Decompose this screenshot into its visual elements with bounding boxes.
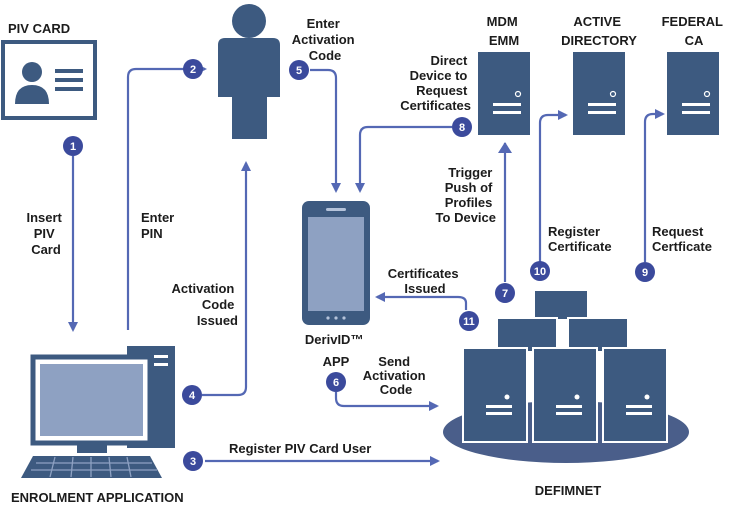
svg-text:7: 7	[502, 288, 508, 300]
step-badges: 1 2 3 4 5 6 7 8 9 10 11	[63, 59, 655, 471]
federal-ca-label: FEDERAL CA	[662, 14, 727, 48]
arrow-step-11	[375, 292, 468, 310]
svg-text:6: 6	[333, 377, 339, 389]
mdm-emm-label: MDM EMM	[487, 14, 522, 48]
enrolment-application-label: ENROLMENT APPLICATION	[11, 490, 184, 505]
defimnet-label: DEFIMNET	[535, 483, 602, 498]
insert-piv-card-label: Insert PIV Card	[26, 210, 65, 257]
svg-text:1: 1	[70, 141, 76, 153]
svg-text:3: 3	[190, 456, 196, 468]
trigger-push-label: Trigger Push of Profiles To Device	[436, 165, 496, 225]
server-cluster	[443, 289, 689, 463]
user-icon	[218, 4, 280, 139]
svg-text:9: 9	[642, 267, 648, 279]
step-badge-10: 10	[530, 261, 550, 281]
derivid-app-label: DerivID™ APP	[305, 332, 367, 369]
arrow-step-7-head	[498, 142, 512, 153]
active-directory-label: ACTIVE DIRECTORY	[561, 14, 637, 48]
arrow-step-10	[538, 110, 568, 262]
step-badge-4: 4	[182, 385, 202, 405]
step-badge-5: 5	[289, 60, 309, 80]
register-piv-card-user-label: Register PIV Card User	[229, 441, 371, 456]
server-icon	[573, 52, 625, 135]
register-certificate-label: Register Certificate	[548, 224, 612, 254]
step-badge-11: 11	[459, 311, 479, 331]
step-badge-9: 9	[635, 262, 655, 282]
step-badge-6: 6	[326, 372, 346, 392]
request-certificate-label: Request Certficate	[652, 224, 712, 254]
direct-device-label: Direct Device to Request Certificates	[400, 53, 471, 113]
desktop-computer-icon	[21, 346, 175, 478]
arrow-step-5	[310, 68, 341, 193]
svg-text:11: 11	[463, 316, 475, 328]
piv-card-label: PIV CARD	[8, 21, 70, 36]
arrow-step-8	[355, 125, 452, 193]
arrow-step-6	[334, 392, 439, 411]
svg-text:5: 5	[296, 65, 302, 77]
send-activation-code-label: Send Activation Code	[363, 354, 429, 397]
step-badge-7: 7	[495, 283, 515, 303]
enter-activation-code-label: Enter Activation Code	[292, 16, 358, 63]
arrow-step-2	[126, 64, 207, 330]
step-badge-1: 1	[63, 136, 83, 156]
svg-text:10: 10	[534, 266, 546, 278]
id-card-icon	[1, 40, 97, 120]
step-badge-2: 2	[183, 59, 203, 79]
server-icon	[478, 52, 530, 135]
smartphone-icon	[302, 201, 370, 325]
activation-code-issued-label: Activation Code Issued	[172, 281, 239, 328]
svg-text:4: 4	[189, 390, 196, 402]
arrow-step-9	[643, 109, 665, 262]
step-badge-3: 3	[183, 451, 203, 471]
certificates-issued-label: Certificates Issued	[388, 266, 462, 296]
server-icon	[667, 52, 719, 135]
svg-text:8: 8	[459, 122, 465, 134]
arrow-step-4	[202, 161, 251, 397]
flow-arrows	[68, 64, 665, 466]
svg-text:2: 2	[190, 64, 196, 76]
enter-pin-label: Enter PIN	[141, 210, 178, 241]
step-badge-8: 8	[452, 117, 472, 137]
